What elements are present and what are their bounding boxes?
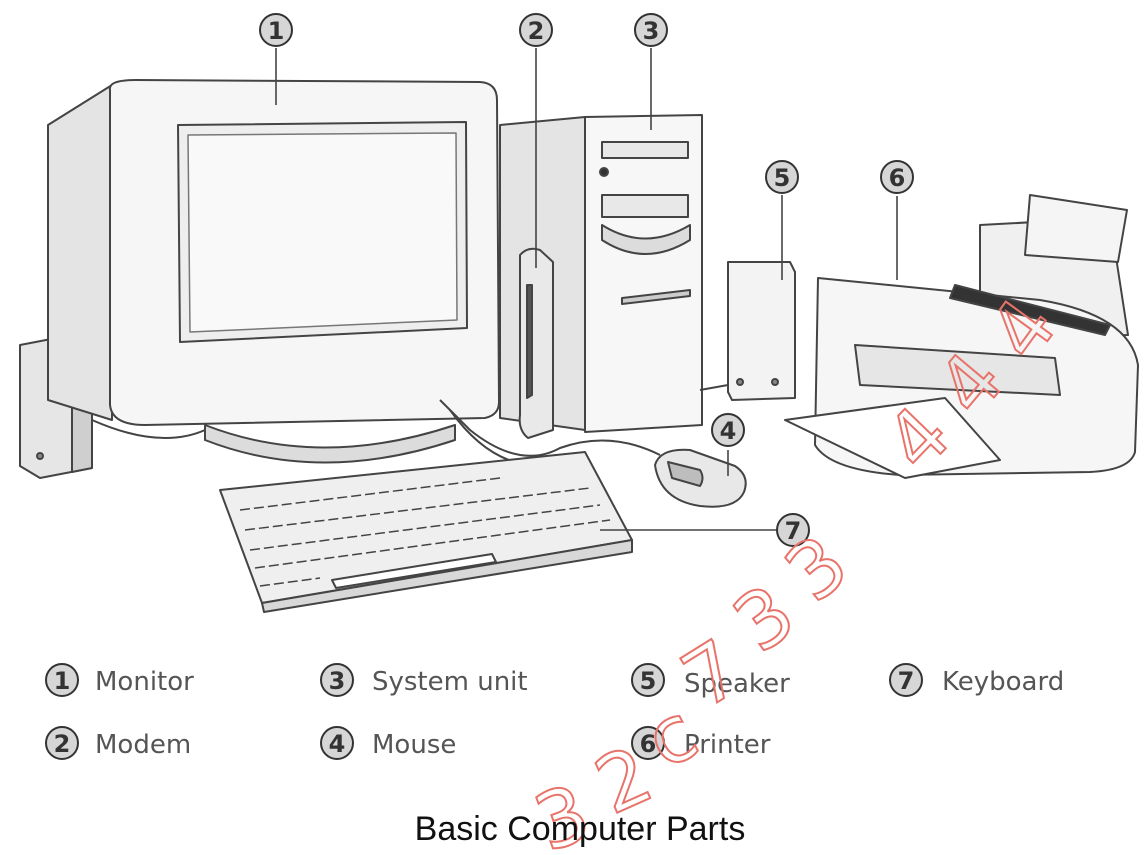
monitor bbox=[48, 80, 499, 463]
svg-text:1: 1 bbox=[54, 667, 71, 695]
legend-item-system-unit: 3 System unit bbox=[321, 664, 528, 697]
svg-text:6: 6 bbox=[889, 164, 906, 192]
svg-text:Keyboard: Keyboard bbox=[942, 667, 1064, 697]
right-speaker bbox=[728, 262, 795, 400]
callout-4: 4 bbox=[712, 414, 744, 446]
callout-5: 5 bbox=[766, 161, 798, 193]
modem bbox=[520, 249, 553, 438]
mouse bbox=[655, 450, 746, 507]
svg-text:4: 4 bbox=[329, 730, 346, 758]
svg-text:Modem: Modem bbox=[95, 730, 191, 760]
svg-text:3: 3 bbox=[329, 667, 346, 695]
svg-text:2: 2 bbox=[528, 17, 545, 45]
illustration bbox=[20, 80, 1138, 612]
legend-item-monitor: 1 Monitor bbox=[46, 664, 194, 697]
svg-text:Monitor: Monitor bbox=[95, 667, 194, 697]
legend-item-modem: 2 Modem bbox=[46, 727, 191, 760]
callout-1: 1 bbox=[260, 14, 292, 46]
parts-legend: 1 Monitor 2 Modem 3 System unit 4 Mouse … bbox=[46, 664, 1064, 760]
diagram-caption: Basic Computer Parts bbox=[415, 810, 746, 848]
svg-text:Mouse: Mouse bbox=[372, 730, 456, 760]
svg-text:1: 1 bbox=[268, 17, 285, 45]
legend-item-keyboard: 7 Keyboard bbox=[890, 664, 1064, 697]
svg-text:2: 2 bbox=[54, 730, 71, 758]
svg-text:5: 5 bbox=[640, 667, 657, 695]
legend-item-mouse: 4 Mouse bbox=[321, 727, 456, 760]
callout-2: 2 bbox=[520, 14, 552, 46]
svg-text:4: 4 bbox=[720, 417, 737, 445]
printer bbox=[785, 195, 1138, 478]
callout-3: 3 bbox=[635, 14, 667, 46]
svg-text:7: 7 bbox=[898, 667, 915, 695]
svg-text:System unit: System unit bbox=[372, 667, 528, 697]
keyboard bbox=[220, 452, 632, 612]
callout-6: 6 bbox=[881, 161, 913, 193]
svg-text:5: 5 bbox=[774, 164, 791, 192]
svg-text:3: 3 bbox=[643, 17, 660, 45]
